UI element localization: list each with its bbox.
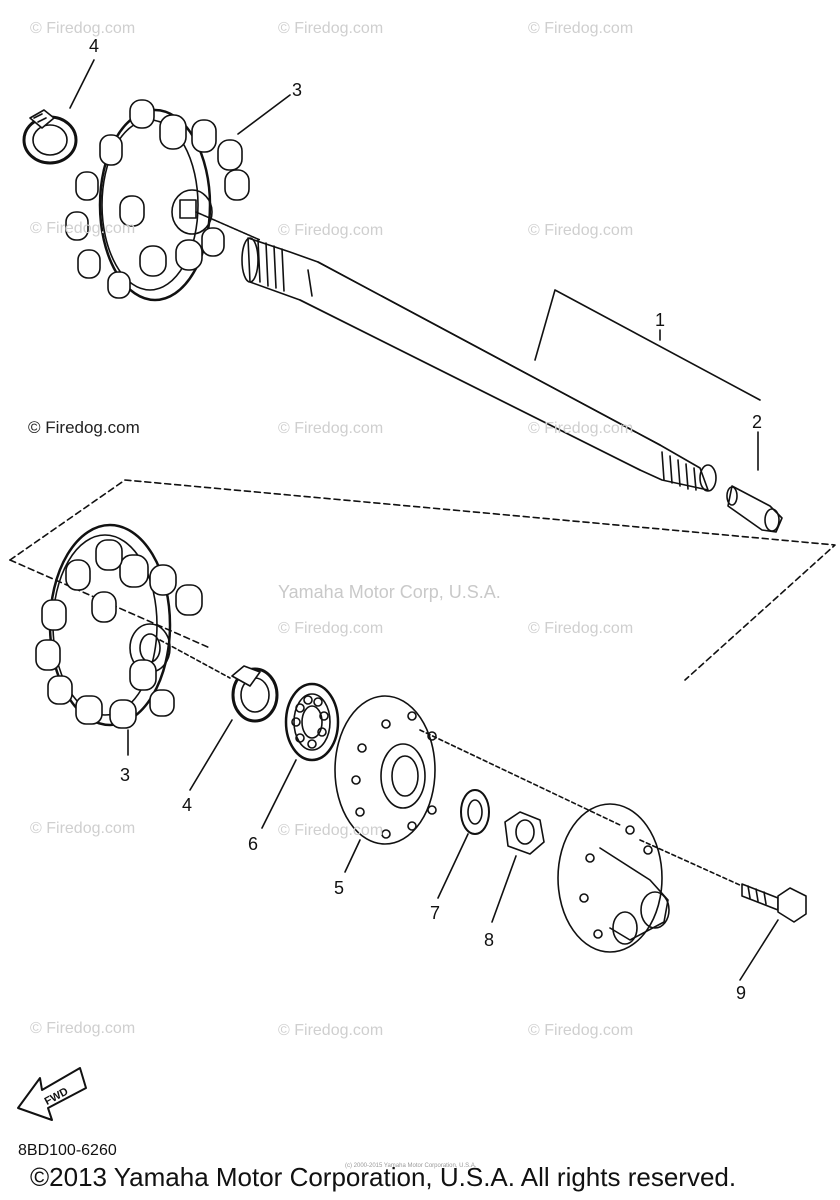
callout-4-lower: 4 [182,795,193,815]
bearing [284,682,340,762]
watermark: © Firedog.com [278,822,384,839]
watermark: © Firedog.com [30,1020,136,1037]
hose-clamp-lower [231,665,279,723]
callout-3-upper: 3 [292,80,303,100]
washer [460,789,490,835]
callout-9: 9 [736,983,747,1003]
watermark: © Firedog.com [30,20,136,37]
callout-4-upper: 4 [89,36,100,56]
watermark: © Firedog.com [528,420,634,437]
watermark: © Firedog.com [278,420,384,437]
watermark: © Firedog.com [278,620,384,637]
watermark: © Firedog.com [278,20,384,37]
plug [726,485,783,533]
callout-1: 1 [655,310,666,330]
bolt [741,883,807,923]
callout-7: 7 [430,903,441,923]
fwd-arrow-icon [17,1067,87,1121]
callout-6: 6 [248,834,259,854]
tiny-note: (c) 2000-2015 Yamaha Motor Corporation, … [345,1163,477,1169]
sprocket-lower [35,523,203,729]
callout-3-lower: 3 [120,765,131,785]
watermark: © Firedog.com [30,220,136,237]
watermark: © Firedog.com [528,222,634,239]
callout-2: 2 [752,412,763,432]
watermark: © Firedog.com [528,20,634,37]
center-credit: Yamaha Motor Corp, U.S.A. [278,582,501,602]
flange-plate [334,695,437,845]
nut [504,811,545,855]
hose-clamp-upper [22,109,78,165]
hub [557,803,670,953]
callout-8: 8 [484,930,495,950]
watermark: © Firedog.com [528,620,634,637]
watermark: © Firedog.com [528,1022,634,1039]
watermark: © Firedog.com [30,820,136,837]
site-credit: © Firedog.com [28,418,140,437]
copyright-notice: ©2013 Yamaha Motor Corporation, U.S.A. A… [30,1162,737,1192]
sprocket-upper [65,99,250,302]
watermark: © Firedog.com [278,1022,384,1039]
watermark: © Firedog.com [278,222,384,239]
part-code: 8BD100-6260 [18,1142,117,1159]
callout-5: 5 [334,878,345,898]
drive-shaft [241,237,717,492]
